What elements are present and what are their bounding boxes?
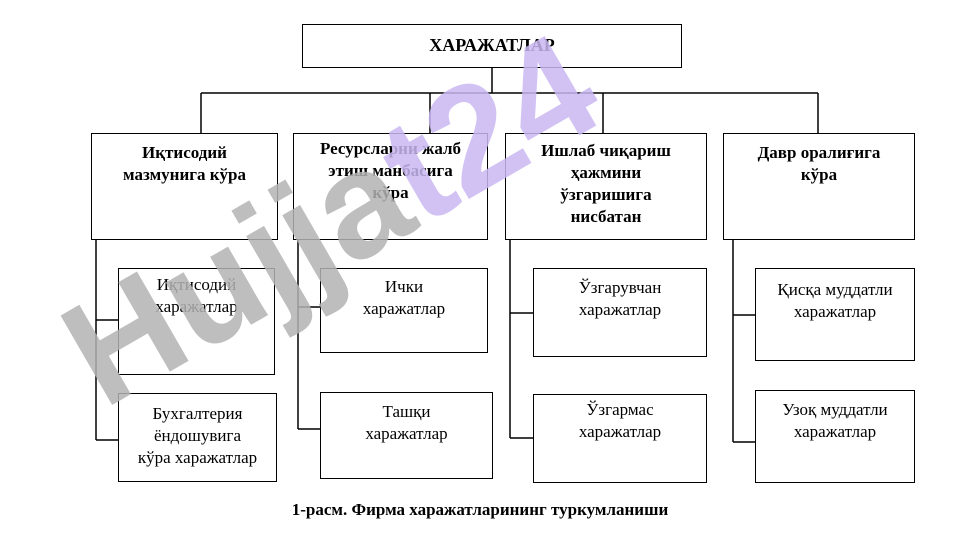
item-fixed-costs: Ўзгармас харажатлар bbox=[533, 394, 707, 483]
category-label: Иқтисодий мазмунига кўра bbox=[123, 143, 246, 184]
root-node: ХАРАЖАТЛАР bbox=[302, 24, 682, 68]
item-short-term-costs: Қисқа муддатли харажатлар bbox=[755, 268, 915, 361]
item-label: Иқтисодий харажатлар bbox=[155, 275, 238, 316]
item-label: Узоқ муддатли харажатлар bbox=[782, 400, 888, 441]
item-label: Ички харажатлар bbox=[362, 277, 446, 318]
item-economic-costs: Иқтисодий харажатлар bbox=[118, 268, 275, 375]
item-label: Ўзгарувчан харажатлар bbox=[578, 278, 662, 319]
item-label: Ўзгармас харажатлар bbox=[578, 400, 662, 441]
item-internal-costs: Ички харажатлар bbox=[320, 268, 488, 353]
root-label: ХАРАЖАТЛАР bbox=[429, 35, 555, 55]
category-resource-source: Ресурсларни жалб этиш манбасига кўра bbox=[293, 133, 488, 240]
category-production-volume: Ишлаб чиқариш ҳажмини ўзгаришига нисбата… bbox=[505, 133, 707, 240]
item-long-term-costs: Узоқ муддатли харажатлар bbox=[755, 390, 915, 483]
category-economic-content: Иқтисодий мазмунига кўра bbox=[91, 133, 278, 240]
category-label: Давр оралиғига кўра bbox=[757, 143, 881, 184]
figure-caption: 1-расм. Фирма харажатларининг туркумлани… bbox=[291, 500, 669, 519]
watermark-logo: Hujjat24 bbox=[36, 0, 625, 437]
category-label: Ишлаб чиқариш ҳажмини ўзгаришига нисбата… bbox=[541, 141, 671, 226]
item-variable-costs: Ўзгарувчан харажатлар bbox=[533, 268, 707, 357]
item-label: Ташқи харажатлар bbox=[365, 402, 448, 443]
item-accounting-costs: Бухгалтерия ёндошувига кўра харажатлар bbox=[118, 393, 277, 482]
item-external-costs: Ташқи харажатлар bbox=[320, 392, 493, 479]
category-time-period: Давр оралиғига кўра bbox=[723, 133, 915, 240]
item-label: Қисқа муддатли харажатлар bbox=[777, 280, 893, 321]
category-label: Ресурсларни жалб этиш манбасига кўра bbox=[319, 139, 462, 202]
item-label: Бухгалтерия ёндошувига кўра харажатлар bbox=[137, 404, 258, 467]
